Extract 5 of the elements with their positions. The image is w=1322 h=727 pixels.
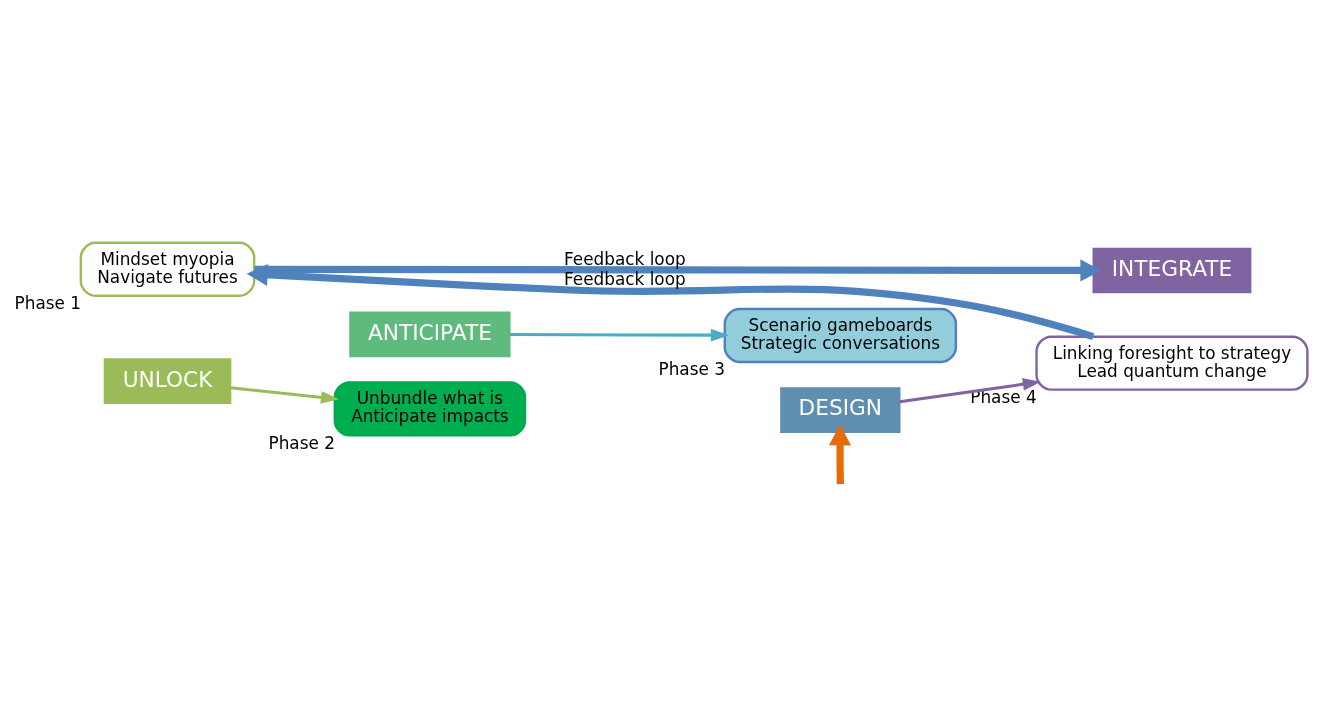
edge-label: Feedback loop [564, 248, 686, 269]
edge-label: Feedback loop [564, 268, 686, 289]
node-label: Phase 1 [14, 292, 81, 313]
node-label: Phase 2 [268, 432, 335, 453]
node-label: Phase 3 [658, 358, 725, 379]
